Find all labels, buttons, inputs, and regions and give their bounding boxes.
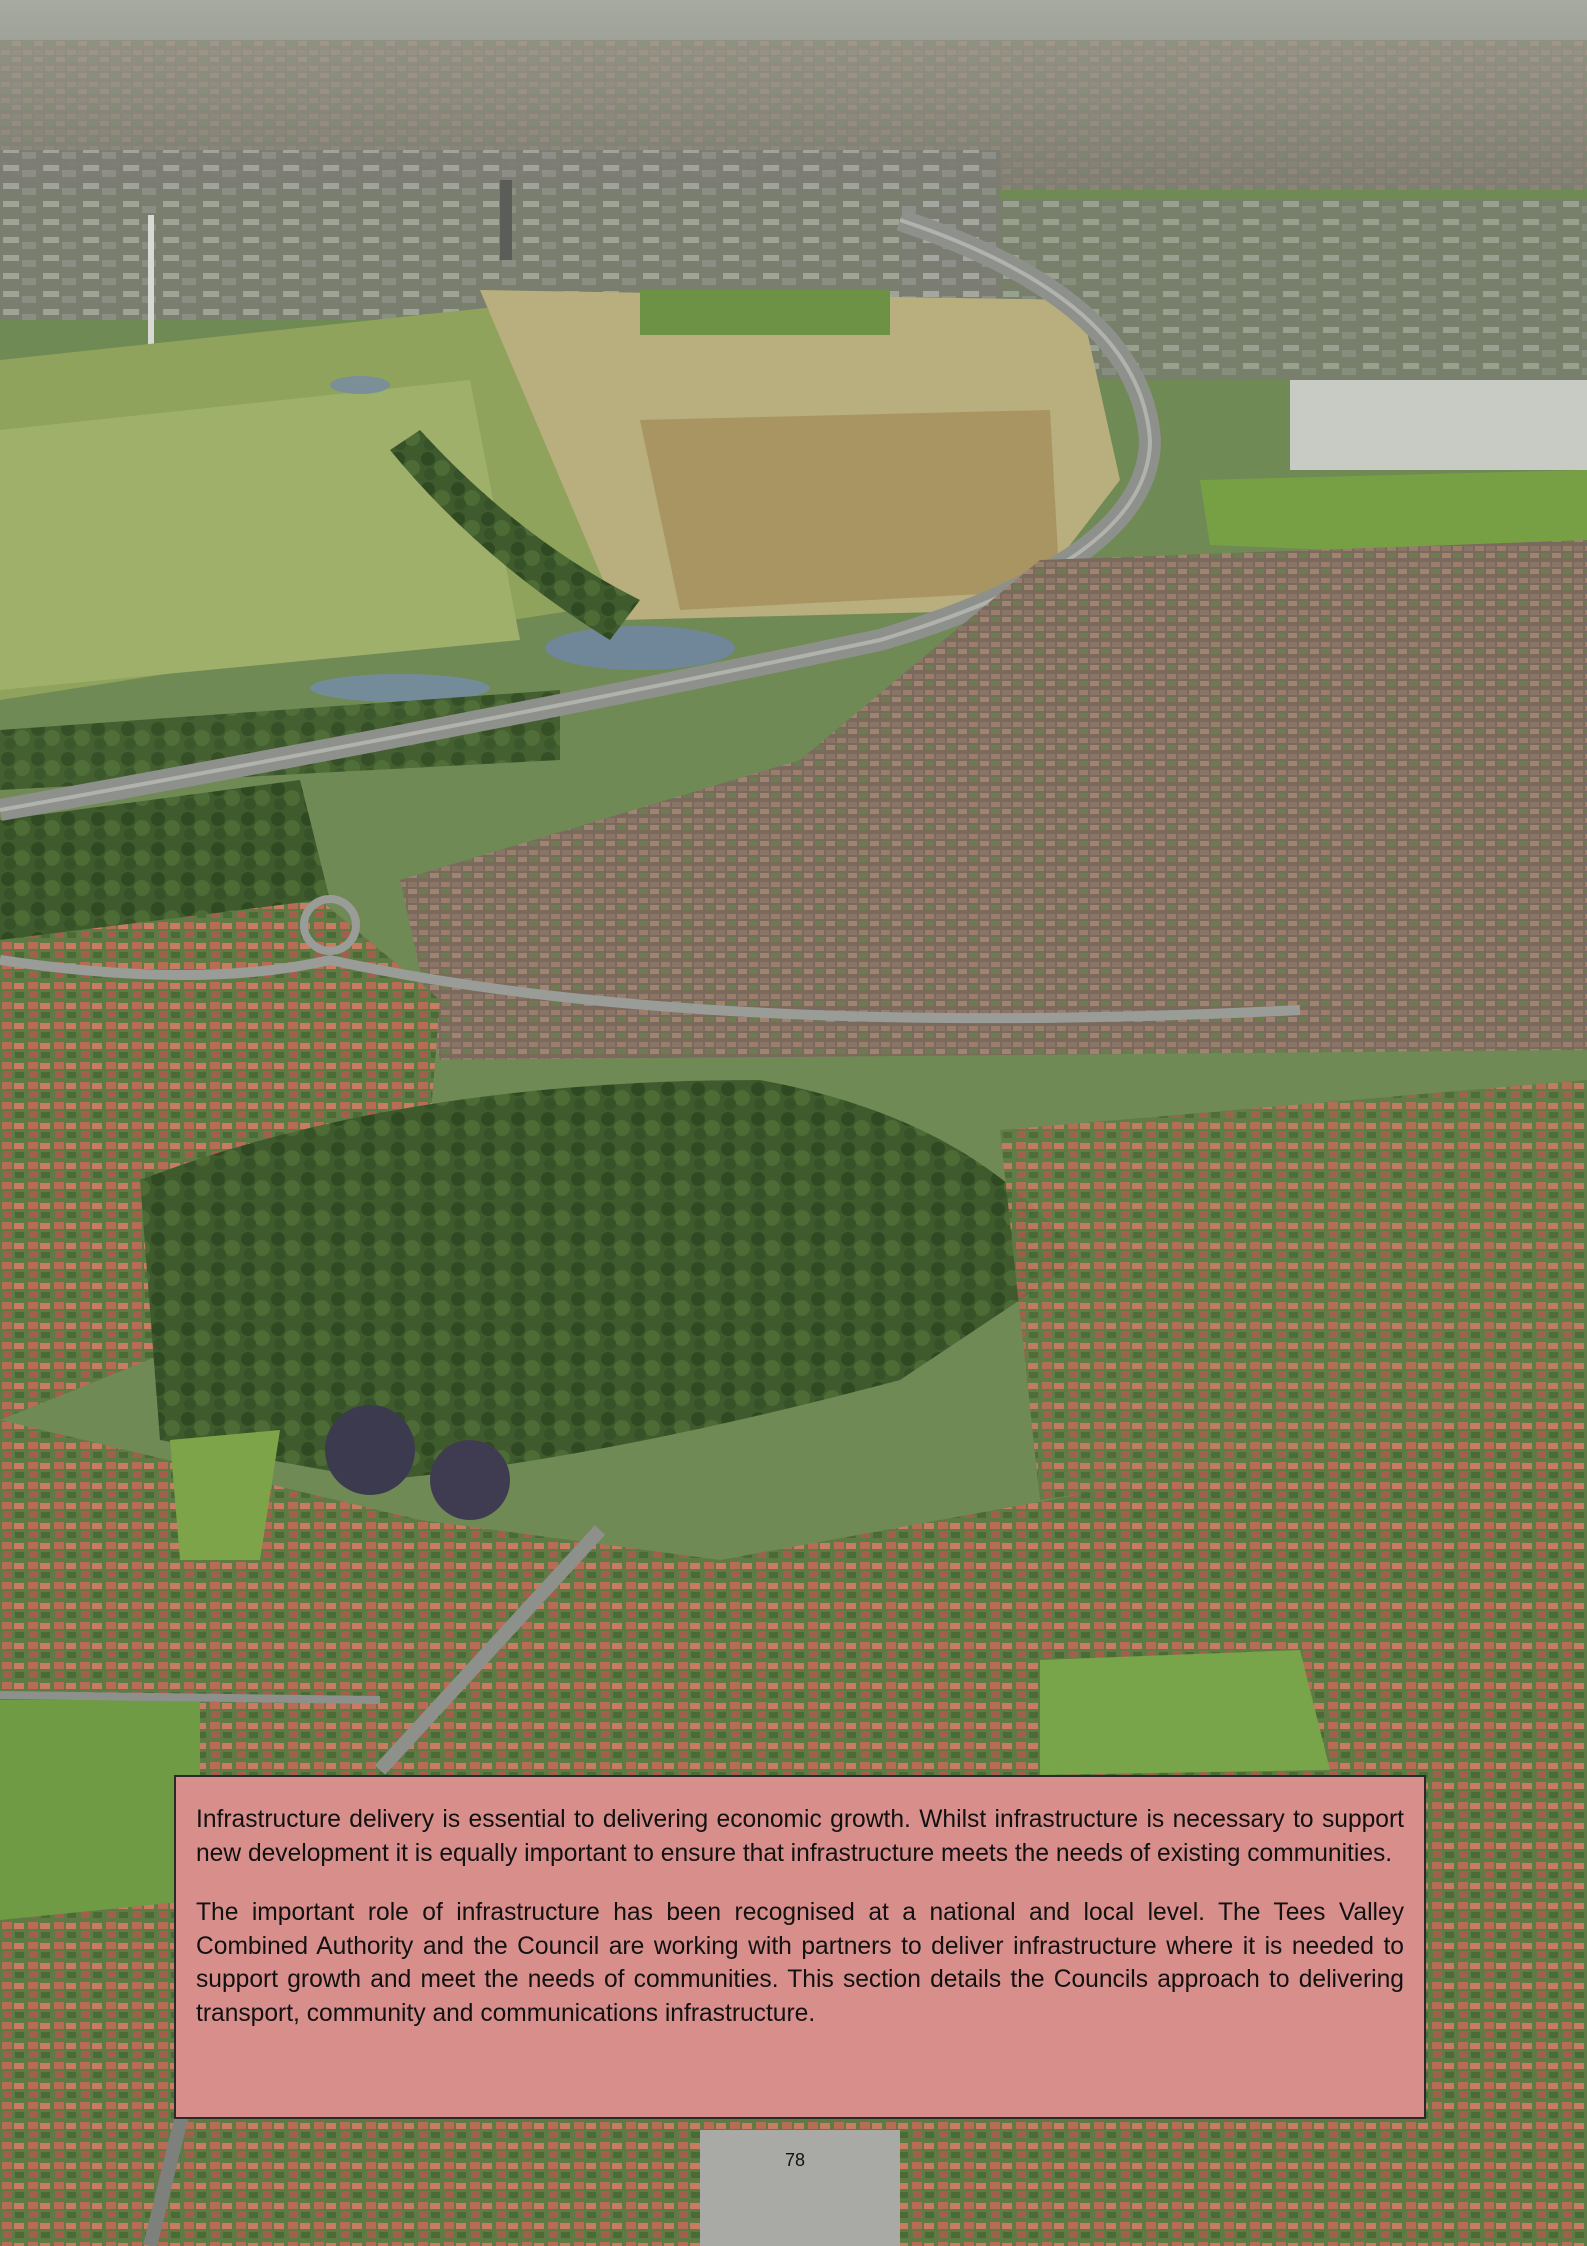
- intro-paragraph-1: Infrastructure delivery is essential to …: [196, 1806, 1404, 1867]
- intro-paragraph-2: The important role of infrastructure has…: [196, 1899, 1404, 2027]
- page-number: 78: [784, 2150, 806, 2170]
- intro-text-box: Infrastructure delivery is essential to …: [174, 1775, 1426, 2119]
